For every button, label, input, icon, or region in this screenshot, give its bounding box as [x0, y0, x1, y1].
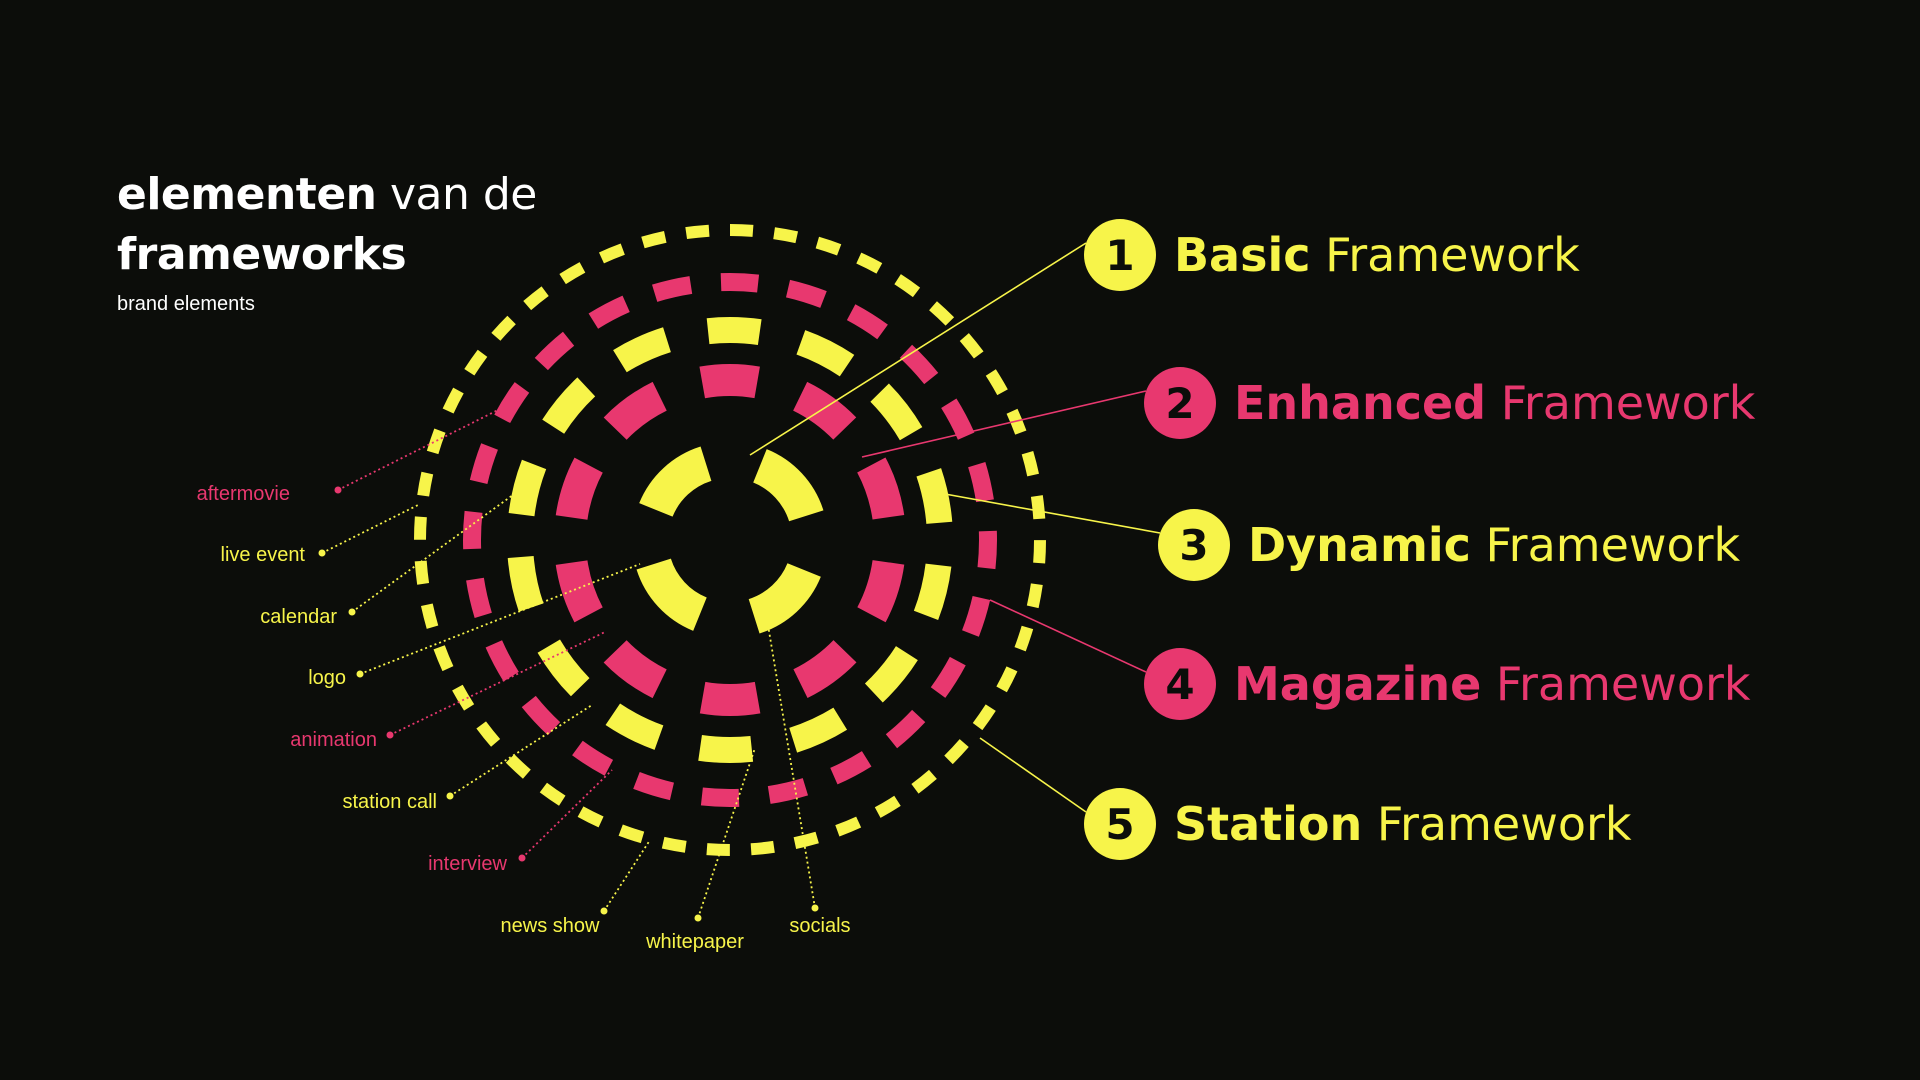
- rings-layer: [414, 224, 1046, 856]
- element-labels: aftermovie live event calendar logo animatio…: [197, 409, 851, 953]
- element-label: station call: [343, 791, 438, 813]
- framework-name-bold: Magazine: [1234, 657, 1481, 711]
- framework-number: 3: [1179, 521, 1208, 570]
- framework-name-1: Basic Framework: [1174, 228, 1580, 282]
- title-block: elementen van de frameworks brand elemen…: [117, 165, 537, 316]
- framework-name-2: Enhanced Framework: [1234, 376, 1756, 430]
- framework-name-3: Dynamic Framework: [1248, 518, 1741, 572]
- leader-dot: [446, 792, 454, 800]
- leader-line: [521, 769, 613, 859]
- framework-number-badge: [1158, 509, 1230, 581]
- leader-dot: [356, 670, 364, 678]
- ring-framework-5: [414, 224, 1046, 856]
- leader-dot: [318, 549, 326, 557]
- page-subtitle: brand elements: [117, 293, 255, 315]
- framework-legend: 1 Basic Framework 2 Enhanced Framework 3 Dyna…: [1084, 219, 1756, 860]
- framework-name-light: Framework: [1311, 228, 1581, 282]
- framework-number: 4: [1165, 660, 1194, 709]
- framework-number-badge: [1084, 219, 1156, 291]
- leader-dot: [518, 854, 526, 862]
- leader-dot: [348, 608, 356, 616]
- leader-line: [351, 483, 529, 613]
- leader-dot: [694, 914, 702, 922]
- framework-number: 5: [1105, 800, 1134, 849]
- framework-name-light: Framework: [1471, 518, 1741, 572]
- framework-number: 2: [1165, 379, 1194, 428]
- framework-name-light: Framework: [1481, 657, 1751, 711]
- connector-framework-5: [979, 737, 1087, 813]
- framework-number: 1: [1105, 231, 1134, 280]
- leader-dot: [600, 907, 608, 915]
- leader-dot: [811, 904, 819, 912]
- framework-name-4: Magazine Framework: [1234, 657, 1751, 711]
- element-label: news show: [501, 915, 600, 937]
- framework-number-badge: [1084, 788, 1156, 860]
- title-bold-2: frameworks: [117, 229, 407, 280]
- framework-name-bold: Station: [1174, 797, 1362, 851]
- ring-framework-3: [507, 317, 953, 763]
- element-label: logo: [308, 667, 346, 689]
- element-label: interview: [428, 853, 507, 875]
- element-label: calendar: [260, 606, 337, 628]
- framework-name-bold: Dynamic: [1248, 518, 1471, 572]
- page-title-line-2: frameworks: [117, 225, 537, 285]
- leader-dot: [334, 486, 342, 494]
- framework-name-5: Station Framework: [1174, 797, 1632, 851]
- leader-line: [603, 839, 651, 912]
- connectors-layer: [749, 242, 1161, 813]
- connector-framework-4: [989, 599, 1147, 673]
- framework-number-badge: [1144, 367, 1216, 439]
- title-light-1: van de: [376, 169, 537, 220]
- framework-name-bold: Enhanced: [1234, 376, 1486, 430]
- element-label: whitepaper: [645, 931, 744, 953]
- element-label: aftermovie: [197, 483, 290, 505]
- element-label: live event: [221, 544, 306, 566]
- ring-framework-4: [462, 272, 997, 807]
- ring-framework-1: [632, 442, 828, 638]
- framework-name-light: Framework: [1486, 376, 1756, 430]
- leader-dot: [386, 731, 394, 739]
- leader-line: [449, 704, 593, 797]
- ring-framework-2: [554, 363, 906, 716]
- page-title-line-1: elementen van de: [117, 165, 537, 225]
- leader-line: [321, 504, 419, 554]
- element-label: socials: [789, 915, 850, 937]
- connector-framework-2: [861, 390, 1147, 458]
- element-label: animation: [290, 729, 377, 751]
- connector-framework-3: [933, 491, 1161, 534]
- framework-name-light: Framework: [1362, 797, 1632, 851]
- framework-number-badge: [1144, 648, 1216, 720]
- leader-line: [359, 563, 641, 675]
- connector-framework-1: [749, 242, 1087, 456]
- framework-name-bold: Basic: [1174, 228, 1311, 282]
- title-bold-1: elementen: [117, 169, 377, 220]
- leader-line: [697, 747, 756, 919]
